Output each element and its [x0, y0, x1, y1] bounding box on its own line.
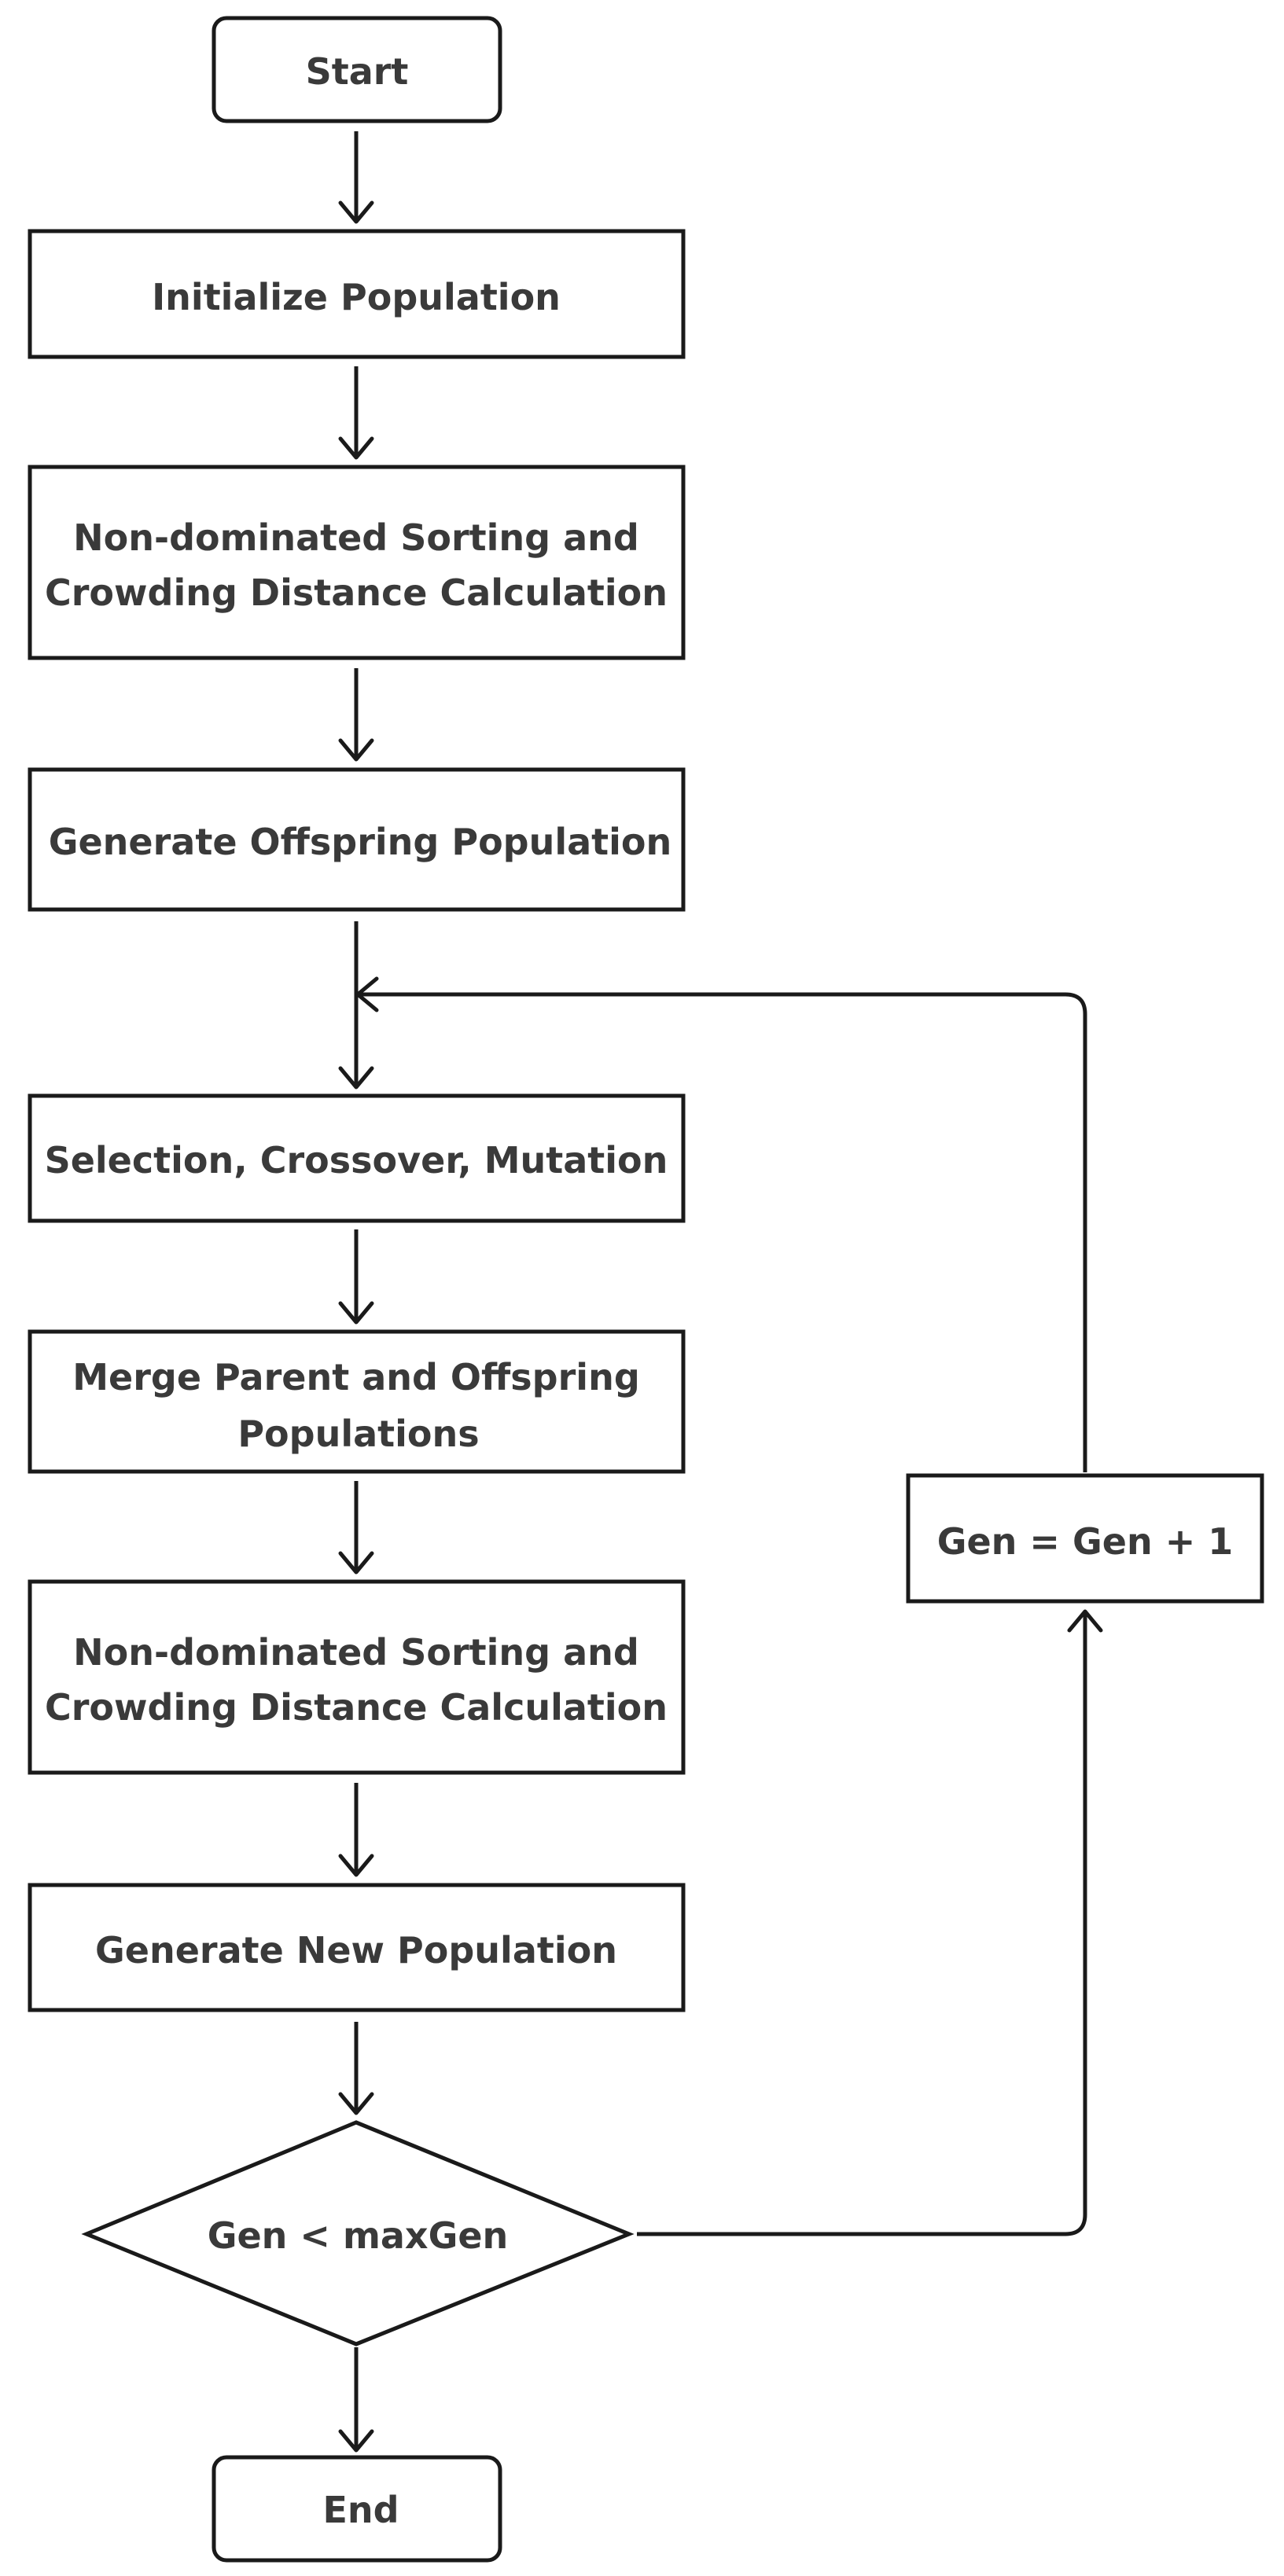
arrowhead-loop-back	[355, 976, 379, 1012]
sort2-label-line-2: Crowding Distance Calculation	[45, 1686, 668, 1729]
node-newpop: Generate New Population	[28, 1883, 686, 2012]
increment-label: Gen = Gen + 1	[937, 1520, 1234, 1563]
offspring-box	[28, 767, 686, 912]
node-check: Gen < maxGen	[81, 2120, 635, 2346]
select-box	[28, 1093, 686, 1223]
check-label: Gen < maxGen	[208, 2214, 509, 2257]
sort1-label-line-2: Crowding Distance Calculation	[45, 571, 668, 614]
sort2-label-line-1: Non-dominated Sorting and	[73, 1631, 639, 1674]
start-label: Start	[306, 50, 409, 93]
offspring-label: Generate Offspring Population	[49, 821, 672, 863]
arrowhead-merge	[338, 1301, 374, 1325]
arrowhead-sort2	[338, 1551, 374, 1575]
sort2-box	[28, 1579, 686, 1775]
merge-label-line-2: Populations	[237, 1413, 479, 1455]
arrowhead-init	[338, 200, 374, 224]
end-label: End	[322, 2489, 399, 2531]
node-start: Start	[212, 16, 502, 123]
merge-label-line-1: Merge Parent and Offspring	[72, 1356, 640, 1398]
arrowhead-offspring	[338, 738, 374, 762]
select-label: Selection, Crossover, Mutation	[45, 1139, 668, 1181]
node-merge: Merge Parent and Offspring Populations	[28, 1329, 686, 1474]
edge-check-to-increment	[637, 1613, 1087, 2236]
newpop-box	[28, 1883, 686, 2012]
node-increment: Gen = Gen + 1	[906, 1473, 1264, 1604]
node-offspring: Generate Offspring Population	[28, 767, 686, 912]
arrowhead-newpop	[338, 1854, 374, 1877]
edge-increment-to-select	[359, 992, 1087, 1472]
edges	[338, 131, 1103, 2453]
arrowhead-select	[338, 1066, 374, 1090]
init-box	[28, 229, 686, 359]
sort1-box	[28, 465, 686, 660]
arrowhead-end	[338, 2429, 374, 2453]
node-init: Initialize Population	[28, 229, 686, 359]
node-select: Selection, Crossover, Mutation	[28, 1093, 686, 1223]
node-sort2: Non-dominated Sorting and Crowding Dista…	[28, 1579, 686, 1775]
arrowhead-increment	[1067, 1609, 1103, 1633]
newpop-label: Generate New Population	[95, 1929, 617, 1972]
init-label: Initialize Population	[152, 276, 561, 318]
arrowhead-check	[338, 2092, 374, 2115]
start-terminal	[212, 16, 502, 123]
check-decision-diamond	[81, 2120, 635, 2346]
arrowhead-sort1	[338, 436, 374, 460]
merge-box	[28, 1329, 686, 1474]
end-terminal	[212, 2455, 502, 2563]
node-sort1: Non-dominated Sorting and Crowding Dista…	[28, 465, 686, 660]
node-end: End	[212, 2455, 502, 2563]
sort1-label-line-1: Non-dominated Sorting and	[73, 516, 639, 559]
increment-box	[906, 1473, 1264, 1604]
